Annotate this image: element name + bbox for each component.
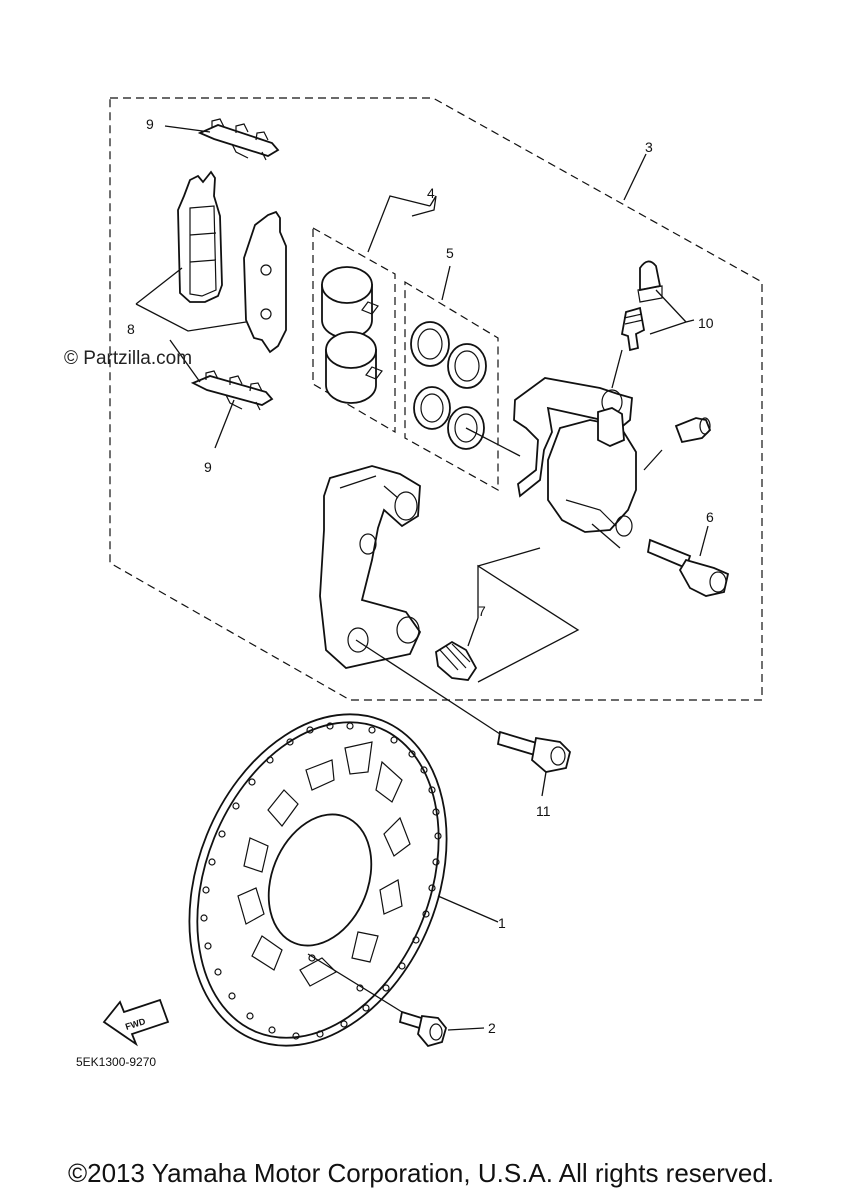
seal-group-boundary [404, 280, 499, 492]
part-label-7: 7 [478, 603, 486, 619]
pad-pin[interactable] [674, 417, 712, 444]
slide-pin-bolt[interactable] [646, 538, 730, 597]
part-label-1: 1 [498, 915, 506, 931]
copyright-footer: ©2013 Yamaha Motor Corporation, U.S.A. A… [67, 1158, 775, 1188]
part-label-2: 2 [488, 1020, 496, 1036]
part-label-6: 6 [706, 509, 714, 525]
brake-pad-right[interactable] [243, 210, 287, 354]
pad-shim-top[interactable] [197, 118, 280, 161]
part-label-8: 8 [127, 321, 135, 337]
part-label-3: 3 [645, 139, 653, 155]
pin-boot[interactable] [435, 640, 478, 681]
caliper-mounting-bolt[interactable] [496, 730, 571, 773]
watermark: © Partzilla.com [64, 348, 192, 369]
caliper-bracket[interactable] [319, 465, 422, 669]
diagram-code: 5EK1300-9270 [76, 1055, 156, 1069]
leader-lines [135, 125, 709, 1031]
piston-lower[interactable] [325, 331, 383, 404]
piston-upper[interactable] [321, 266, 379, 339]
disc-bolt[interactable] [398, 1010, 447, 1048]
bleed-screw-cap[interactable] [637, 260, 663, 303]
part-label-9-top: 9 [146, 116, 154, 132]
piston-seals[interactable] [410, 321, 487, 450]
part-label-11: 11 [536, 803, 551, 819]
brake-disc[interactable] [142, 676, 493, 1085]
brake-caliper-exploded-view: FWD 9 8 9 4 5 3 10 6 7 11 1 2 © Partzill… [64, 97, 763, 1085]
brake-pad-left[interactable] [177, 170, 223, 303]
part-label-4: 4 [427, 185, 435, 201]
part-label-9-bottom: 9 [204, 459, 212, 475]
pad-shim-bottom[interactable] [190, 370, 274, 411]
part-label-5: 5 [446, 245, 454, 261]
caliper-body[interactable] [513, 377, 637, 537]
part-label-10: 10 [698, 315, 714, 331]
fwd-arrow-icon: FWD [102, 998, 170, 1047]
piston-group-boundary [312, 226, 396, 434]
bleed-screw[interactable] [620, 306, 646, 352]
